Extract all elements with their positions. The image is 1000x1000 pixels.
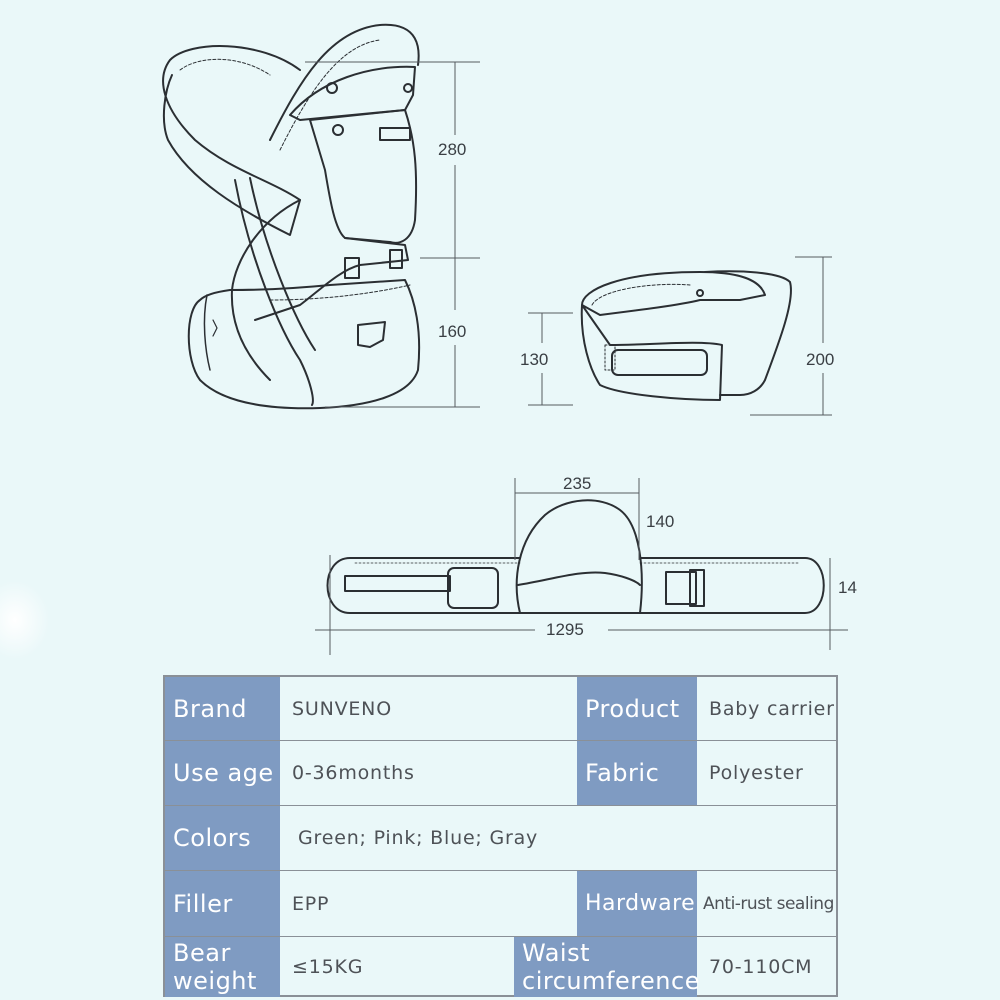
table-row-use-age: Use age 0-36months Fabric Polyester	[165, 741, 836, 806]
value-filler: EPP	[292, 892, 330, 915]
dim-carrier-lower: 160	[438, 322, 467, 341]
label-brand: Brand	[165, 677, 280, 740]
background-haze	[0, 580, 50, 660]
dim-seat-height: 140	[646, 512, 675, 531]
label-colors: Colors	[165, 806, 280, 870]
hip-seat-drawing	[580, 270, 792, 401]
label-hardware: Hardware	[577, 871, 697, 936]
waist-belt-drawing	[326, 499, 825, 614]
label-product: Product	[577, 677, 697, 740]
table-row-brand: Brand SUNVENO Product Baby carrier	[165, 677, 836, 741]
label-fabric: Fabric	[577, 741, 697, 805]
label-bear-weight: Bear weight	[165, 937, 280, 997]
label-use-age: Use age	[165, 741, 280, 805]
dim-seat-width: 235	[563, 474, 592, 493]
label-bear-weight-line2: weight	[173, 967, 257, 995]
dim-hipseat-back: 200	[806, 350, 835, 369]
value-use-age: 0-36months	[292, 762, 415, 784]
label-bear-weight-line1: Bear	[173, 939, 231, 967]
value-waist-circumference: 70-110CM	[709, 956, 813, 978]
dim-belt-height: 14	[838, 578, 857, 597]
value-product: Baby carrier	[709, 697, 835, 720]
spec-table: Brand SUNVENO Product Baby carrier Use a…	[163, 675, 838, 997]
dim-carrier-upper: 280	[438, 140, 467, 159]
dim-total-length: 1295	[546, 620, 584, 639]
value-colors: Green; Pink; Blue; Gray	[298, 827, 539, 849]
table-row-bear-weight: Bear weight ≤15KG Waist circumference 70…	[165, 937, 836, 997]
label-filler: Filler	[165, 871, 280, 936]
label-waist-circumference: Waist circumference	[514, 937, 700, 997]
label-waist-line1: Waist	[522, 939, 590, 967]
table-row-filler: Filler EPP Hardware Anti-rust sealing	[165, 871, 836, 937]
label-waist-line2: circumference	[522, 967, 700, 995]
value-fabric: Polyester	[709, 762, 804, 784]
value-brand: SUNVENO	[292, 697, 392, 720]
dim-hipseat-front: 130	[520, 350, 549, 369]
value-hardware: Anti-rust sealing	[703, 893, 834, 914]
value-bear-weight: ≤15KG	[292, 956, 364, 978]
carrier-front-drawing	[162, 23, 421, 410]
table-row-colors: Colors Green; Pink; Blue; Gray	[165, 806, 836, 871]
technical-drawings	[162, 23, 848, 655]
